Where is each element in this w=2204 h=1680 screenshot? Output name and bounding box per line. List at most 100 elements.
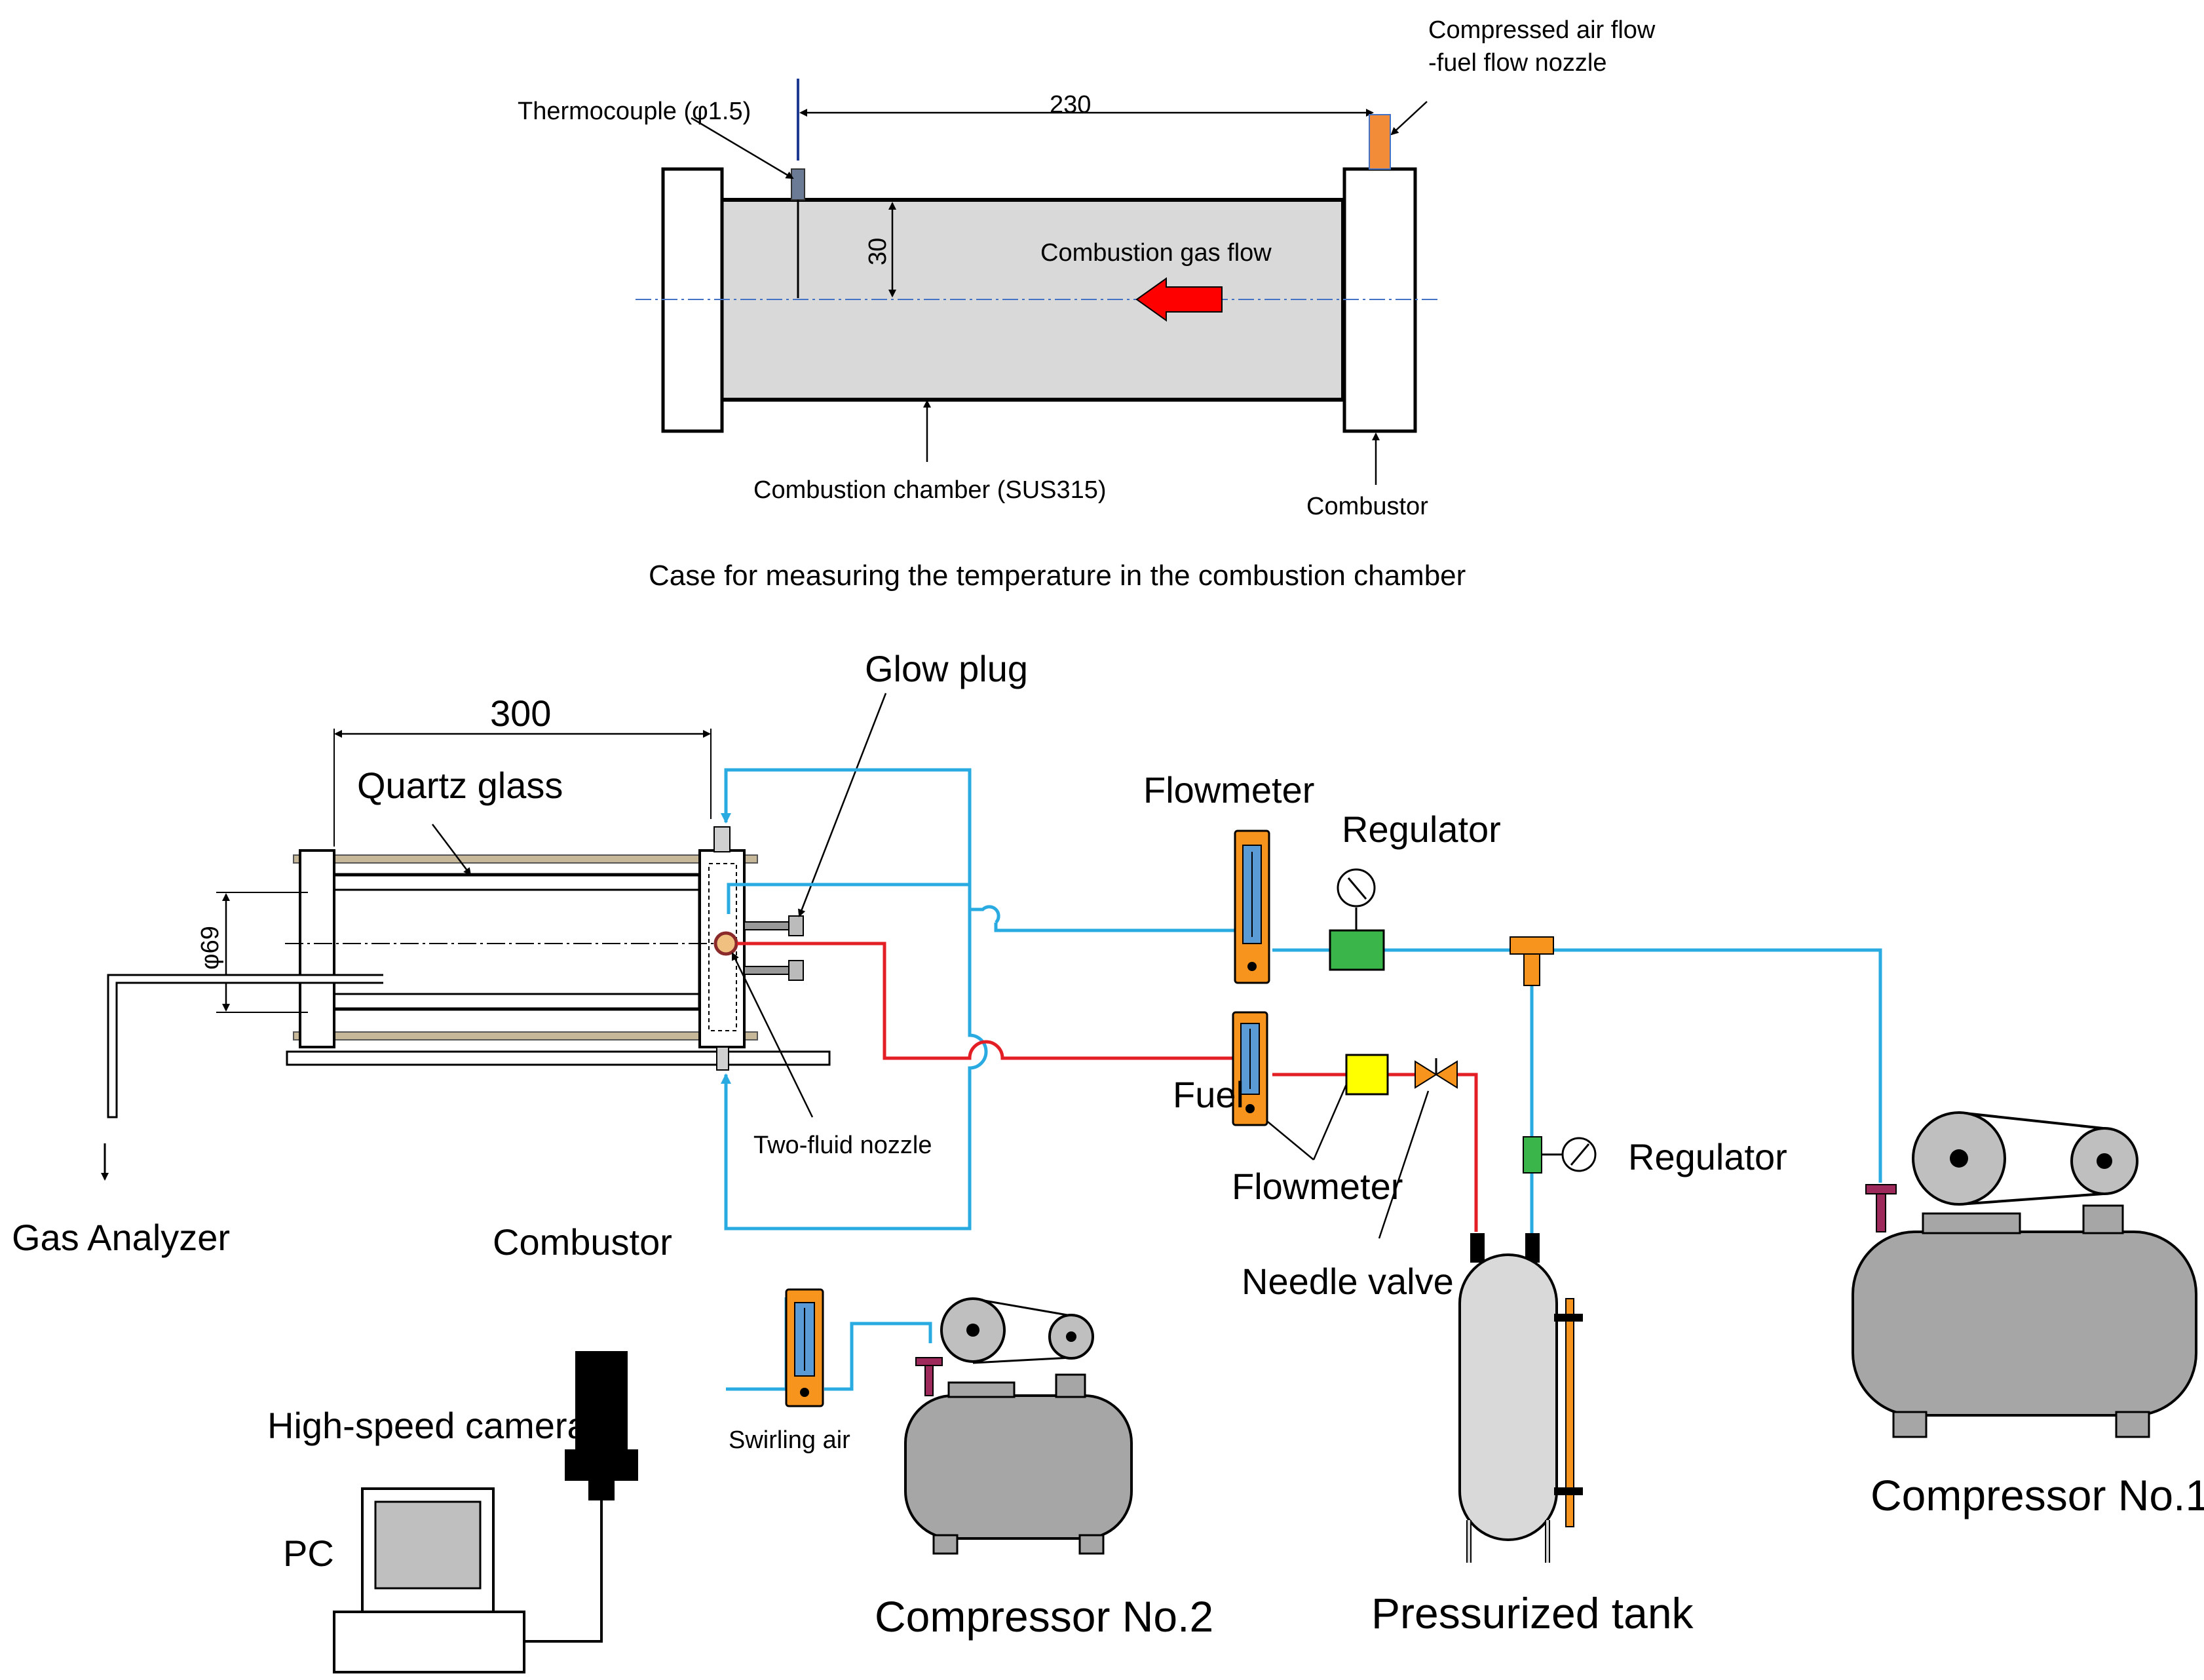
compressor2-motor-hub	[966, 1324, 979, 1337]
tank-valve-right	[1525, 1233, 1540, 1263]
needle-valve	[1415, 1058, 1458, 1089]
compressor1-pump-base	[2082, 1204, 2124, 1234]
tie-rod-bottom	[293, 1031, 758, 1040]
dim-30-text: 30	[864, 238, 892, 265]
gas-flow-label: Combustion gas flow	[1040, 239, 1272, 267]
compressor1-outlet-cap	[1865, 1184, 1897, 1194]
top-figure: Thermocouple (φ1.5) 230 Compressed air f…	[518, 16, 1656, 592]
air-flowmeter-knob	[1247, 962, 1257, 971]
thermocouple-label: Thermocouple (φ1.5)	[518, 98, 751, 125]
regulator-right-label: Regulator	[1628, 1136, 1787, 1177]
compressor1-foot-left	[1892, 1411, 1928, 1438]
nozzle-label-line1: Compressed air flow	[1428, 16, 1656, 44]
compressor2-pump-hub	[1066, 1331, 1076, 1342]
compressor2-foot-left	[932, 1534, 959, 1555]
gauge-needle	[1347, 877, 1367, 900]
quartz-left-flange	[299, 849, 335, 1048]
tee-stem	[1523, 953, 1540, 986]
pc-base	[333, 1611, 525, 1673]
regulator-right	[1523, 1136, 1542, 1174]
tank-valve-left	[1470, 1233, 1485, 1263]
compressor2-belt-bottom	[972, 1356, 1072, 1364]
swirl-flowmeter	[785, 1288, 824, 1407]
air-loop-right	[721, 909, 988, 1231]
fuel-lines	[737, 942, 1478, 1232]
compressor1-motor-hub	[1950, 1149, 1968, 1168]
compressor1-foot-right	[2115, 1411, 2150, 1438]
compressor2-pump-base	[1055, 1373, 1086, 1398]
fuel-flowmeter-knob	[1245, 1104, 1255, 1113]
top-caption: Case for measuring the temperature in th…	[649, 560, 1466, 592]
swirling-air-label: Swirling air	[729, 1426, 850, 1454]
glow-plug-leader	[798, 693, 887, 917]
compressor1-pump-hub	[2097, 1153, 2112, 1169]
needle-valve-left	[1415, 1060, 1437, 1089]
compressor1-tank	[1852, 1231, 2197, 1417]
fuel-flowmeter-leader-a	[1267, 1121, 1314, 1160]
compressor2-outlet-cap	[915, 1357, 943, 1366]
two-fluid-label: Two-fluid nozzle	[753, 1132, 932, 1159]
swirling-air-line	[726, 1297, 788, 1391]
combustor-bottom-port	[716, 1046, 729, 1071]
compressor2-belt-top	[972, 1297, 1072, 1317]
tank-gauge-bracket-bottom	[1554, 1487, 1583, 1495]
fuel-line-to-combustor	[737, 942, 1235, 1060]
pc-screen	[374, 1500, 482, 1590]
quartz-leader	[432, 824, 472, 876]
nozzle-leader	[1390, 101, 1428, 136]
combustor-label-top: Combustor	[1306, 493, 1428, 520]
compressor2-foot-right	[1078, 1534, 1105, 1555]
flowmeter-top-label: Flowmeter	[1143, 769, 1314, 811]
tank-body	[1458, 1253, 1558, 1541]
swirl-compressor-line	[824, 1322, 932, 1391]
fuel-flowmeter	[1232, 1011, 1268, 1126]
combustor-label-bottom: Combustor	[493, 1221, 672, 1263]
quartz-tube	[331, 873, 702, 1011]
camera-cable	[524, 1500, 603, 1643]
thermocouple-leader	[691, 117, 794, 180]
glow-plug-lower-head	[788, 960, 804, 981]
compressor1-motor-base	[1922, 1212, 2021, 1234]
needle-valve-leader	[1378, 1090, 1430, 1239]
two-fluid-nozzle	[713, 931, 738, 956]
phi69-label: φ69	[197, 926, 224, 970]
glow-plug-upper-stem	[744, 921, 792, 930]
compressor2-label: Compressor No.2	[875, 1592, 1213, 1641]
glow-plug-label: Glow plug	[865, 648, 1028, 689]
tie-rod-top	[293, 854, 758, 864]
base-plate	[286, 1050, 831, 1066]
regulator-top-label: Regulator	[1342, 809, 1501, 850]
flowmeter-to-combustor	[994, 923, 1235, 932]
air-loop-top	[721, 768, 972, 909]
main-air-line	[1272, 948, 1882, 1183]
air-flowmeter	[1234, 830, 1270, 984]
compressor1-outlet-stem	[1876, 1191, 1886, 1232]
camera-icon	[565, 1351, 638, 1500]
thermocouple-sensor	[791, 168, 805, 200]
air-crossover	[727, 883, 1000, 924]
gas-analyzer-label: Gas Analyzer	[12, 1217, 230, 1258]
fuel-label: Fuel	[1173, 1074, 1244, 1115]
gas-probe	[107, 974, 383, 1118]
bottom-figure: φ69 Gas Analyzer 300 Quartz glass Glow p…	[12, 648, 2204, 1673]
needle-valve-label: Needle valve	[1242, 1261, 1454, 1302]
fuel-filter	[1345, 1054, 1389, 1096]
swirl-flowmeter-knob	[800, 1388, 809, 1397]
quartz-label: Quartz glass	[357, 765, 563, 806]
compressor-2	[904, 1297, 1133, 1555]
pc-icon	[333, 1487, 525, 1673]
camera-label: High-speed camera	[267, 1405, 588, 1446]
compressor1-label: Compressor No.1	[1871, 1471, 2204, 1519]
camera-body	[575, 1351, 628, 1449]
air-lines	[721, 768, 1882, 1391]
fuel-line-tank	[1451, 1073, 1478, 1232]
flow-arrow	[1135, 277, 1223, 322]
combustor-top-port	[713, 826, 731, 852]
pc-label: PC	[283, 1533, 334, 1574]
tee-fitting	[1510, 936, 1554, 955]
flowmeter-bottom-label: Flowmeter	[1232, 1166, 1403, 1207]
tank-level-gauge	[1565, 1298, 1574, 1527]
camera-lens-mount	[565, 1449, 638, 1481]
nozzle	[1369, 114, 1391, 170]
